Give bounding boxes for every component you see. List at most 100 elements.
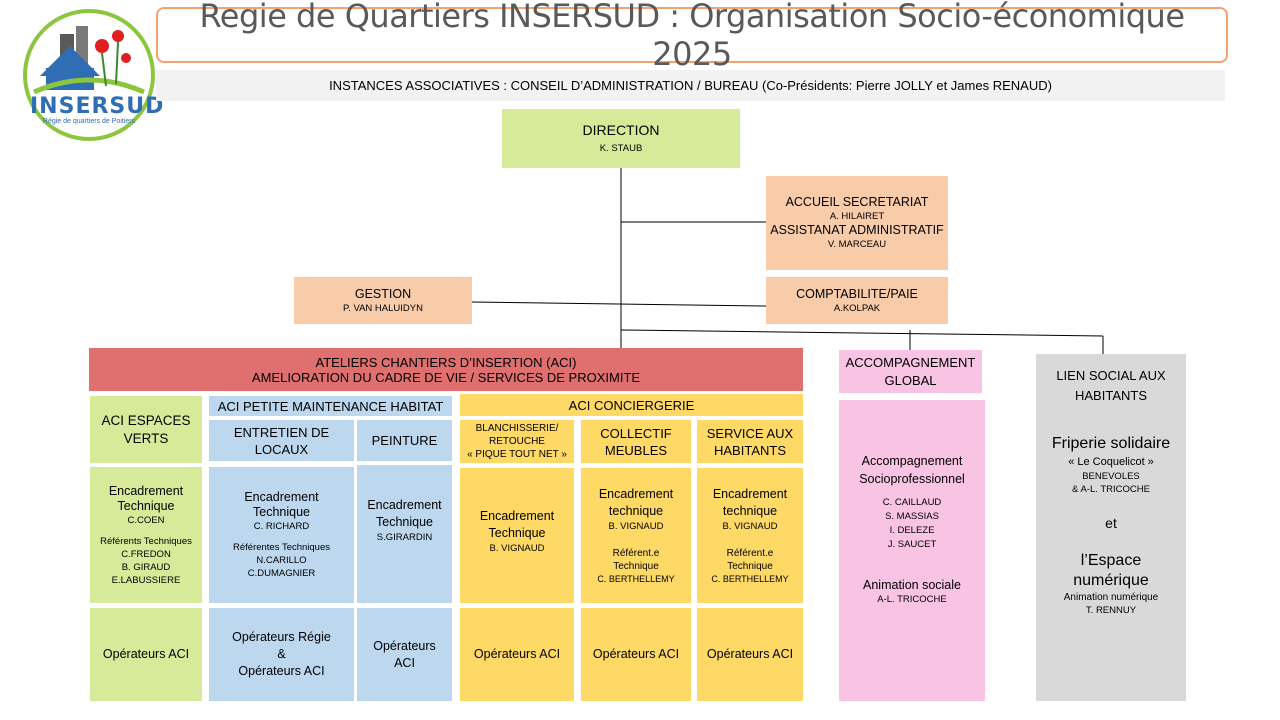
aci-header-line2: AMELIORATION DU CADRE DE VIE / SERVICES … <box>251 369 641 385</box>
collectif-operators-box: Opérateurs ACI <box>581 608 691 701</box>
animation-sociale-title: Animation sociale <box>863 578 961 592</box>
instances-bar: INSTANCES ASSOCIATIVES : CONSEIL D’ADMIN… <box>156 70 1225 101</box>
espaces-verts-ref1: C.FREDON <box>121 548 171 560</box>
service-operators: Opérateurs ACI <box>706 647 794 661</box>
logo-name: INSERSUD <box>30 94 165 119</box>
service-operators-box: Opérateurs ACI <box>697 608 803 701</box>
gestion-title: GESTION <box>354 286 412 301</box>
accompagnement-title: ACCOMPAGNEMENT GLOBAL <box>845 354 976 388</box>
blanchisserie-operators-box: Opérateurs ACI <box>460 608 574 701</box>
lien-social-box: LIEN SOCIAL AUX HABITANTS Friperie solid… <box>1036 354 1186 701</box>
conciergerie-title: ACI CONCIERGERIE <box>568 397 695 413</box>
aci-header-box: ATELIERS CHANTIERS D’INSERTION (ACI) AME… <box>89 348 803 391</box>
direction-box: DIRECTION K. STAUB <box>502 109 740 168</box>
et-label: et <box>1105 515 1117 531</box>
espaces-verts-ref2: B. GIRAUD <box>121 561 171 573</box>
blanchisserie-title-box: BLANCHISSERIE/ RETOUCHE « PIQUE TOUT NET… <box>460 420 574 463</box>
collectif-title: COLLECTIF MEUBLES <box>600 425 672 458</box>
gestion-box: GESTION P. VAN HALUIDYN <box>294 277 472 324</box>
espaces-verts-operators-box: Opérateurs ACI <box>90 608 202 701</box>
peinture-title: PEINTURE <box>371 433 438 448</box>
gestion-name: P. VAN HALUIDYN <box>343 302 423 314</box>
espaces-verts-title-box: ACI ESPACES VERTS <box>90 396 202 463</box>
assistanat-title: ASSISTANAT ADMINISTRATIF <box>770 223 944 237</box>
peinture-operators: Opérateurs ACI <box>373 638 436 670</box>
blanchisserie-operators: Opérateurs ACI <box>473 647 561 661</box>
accompagnement-socio-title: Accompagnement Socioprofessionnel <box>859 454 965 486</box>
animation-numerique-name: T. RENNUY <box>1085 605 1137 616</box>
service-staff-box: Encadrement technique B. VIGNAUD Référen… <box>697 468 803 603</box>
service-enc-name: B. VIGNAUD <box>722 520 778 532</box>
blanchisserie-enc-name: B. VIGNAUD <box>489 543 545 554</box>
accueil-box: ACCUEIL SECRETARIAT A. HILAIRET ASSISTAN… <box>766 176 948 270</box>
espaces-verts-title: ACI ESPACES VERTS <box>101 412 191 446</box>
gestion-compta-connector <box>471 301 767 307</box>
entretien-enc-name: C. RICHARD <box>253 521 310 532</box>
espaces-verts-ref3: E.LABUSSIERE <box>111 574 181 586</box>
logo-emblem-icon <box>23 9 155 141</box>
logo-subtitle: Régie de quartiers de Poitiers <box>42 118 136 125</box>
accompagnement-name-4: J. SAUCET <box>887 539 937 550</box>
entretien-operators-box: Opérateurs Régie & Opérateurs ACI <box>209 608 354 701</box>
accompagnement-body-box: Accompagnement Socioprofessionnel C. CAI… <box>839 400 985 701</box>
entretien-op2: & <box>277 647 286 661</box>
insersud-logo: INSERSUD Régie de quartiers de Poitiers <box>20 6 165 144</box>
espaces-verts-operators: Opérateurs ACI <box>102 647 190 661</box>
service-enc-title: Encadrement technique <box>712 486 788 518</box>
accompagnement-title-box: ACCOMPAGNEMENT GLOBAL <box>839 350 982 393</box>
page-title: Regie de Quartiers INSERSUD : Organisati… <box>199 0 1186 73</box>
direction-title: DIRECTION <box>582 121 660 138</box>
right-branch-connector <box>620 329 1104 337</box>
coquelicot-label: « Le Coquelicot » <box>1068 456 1154 468</box>
accompagnement-name-1: C. CAILLAUD <box>882 497 942 508</box>
entretien-op3: Opérateurs ACI <box>238 664 325 678</box>
service-title-box: SERVICE AUX HABITANTS <box>697 420 803 463</box>
compta-name: A.KOLPAK <box>833 302 881 314</box>
entretien-op1: Opérateurs Régie <box>232 630 331 644</box>
petite-maintenance-title-box: ACI PETITE MAINTENANCE HABITAT <box>209 396 452 416</box>
espaces-verts-ref-title: Référents Techniques <box>100 535 192 547</box>
blanchisserie-title1: BLANCHISSERIE/ <box>475 423 559 434</box>
collectif-ref-name: C. BERTHELLEMY <box>597 573 675 584</box>
entretien-ref-title: Référentes Techniques <box>233 542 330 553</box>
friperie-title: Friperie solidaire <box>1051 435 1171 452</box>
service-title: SERVICE AUX HABITANTS <box>706 425 794 458</box>
collectif-staff-box: Encadrement technique B. VIGNAUD Référen… <box>581 468 691 603</box>
accompagnement-name-2: S. MASSIAS <box>885 511 939 522</box>
benevoles-name: & A-L. TRICOCHE <box>1072 484 1150 495</box>
animation-numerique-label: Animation numérique <box>1063 592 1159 603</box>
entretien-title: ENTRETIEN DE LOCAUX <box>233 424 330 457</box>
lien-social-title: LIEN SOCIAL AUX HABITANTS <box>1056 368 1166 403</box>
peinture-enc-title: Encadrement Technique <box>367 498 442 529</box>
collectif-operators: Opérateurs ACI <box>592 647 680 661</box>
instances-text: INSTANCES ASSOCIATIVES : CONSEIL D’ADMIN… <box>329 78 1052 93</box>
blanchisserie-title2: RETOUCHE <box>489 436 545 447</box>
entretien-title-box: ENTRETIEN DE LOCAUX <box>209 420 354 461</box>
peinture-operators-box: Opérateurs ACI <box>357 608 452 701</box>
entretien-ref1: N.CARILLO <box>256 555 307 566</box>
service-ref-title: Référent.e Technique <box>726 547 774 572</box>
collectif-enc-name: B. VIGNAUD <box>608 520 664 532</box>
espaces-verts-enc-name: C.COEN <box>127 514 165 526</box>
aci-header-line1: ATELIERS CHANTIERS D’INSERTION (ACI) <box>315 354 577 370</box>
accueil-name: A. HILAIRET <box>829 211 885 222</box>
accompagnement-name-3: I. DELEZE <box>889 525 935 536</box>
petite-maintenance-title: ACI PETITE MAINTENANCE HABITAT <box>217 398 444 414</box>
compta-title: COMPTABILITE/PAIE <box>796 286 918 301</box>
collectif-enc-title: Encadrement technique <box>598 486 674 518</box>
benevoles-label: BENEVOLES <box>1082 471 1140 482</box>
espaces-verts-staff-box: Encadrement Technique C.COEN Référents T… <box>90 467 202 603</box>
page-title-box: Regie de Quartiers INSERSUD : Organisati… <box>156 0 1228 73</box>
entretien-staff-box: Encadrement Technique C. RICHARD Référen… <box>209 467 354 603</box>
animation-sociale-name: A-L. TRICOCHE <box>877 594 947 605</box>
espaces-verts-enc-title: Encadrement Technique <box>108 483 184 513</box>
collectif-title-box: COLLECTIF MEUBLES <box>581 420 691 463</box>
entretien-ref2: C.DUMAGNIER <box>247 568 316 579</box>
blanchisserie-title3: « PIQUE TOUT NET » <box>467 449 567 460</box>
accueil-title: ACCUEIL SECRETARIAT <box>785 195 929 209</box>
blanchisserie-staff-box: Encadrement Technique B. VIGNAUD <box>460 468 574 603</box>
entretien-enc-title: Encadrement Technique <box>244 490 319 519</box>
peinture-title-box: PEINTURE <box>357 420 452 461</box>
collectif-ref-title: Référent.e Technique <box>612 547 660 572</box>
